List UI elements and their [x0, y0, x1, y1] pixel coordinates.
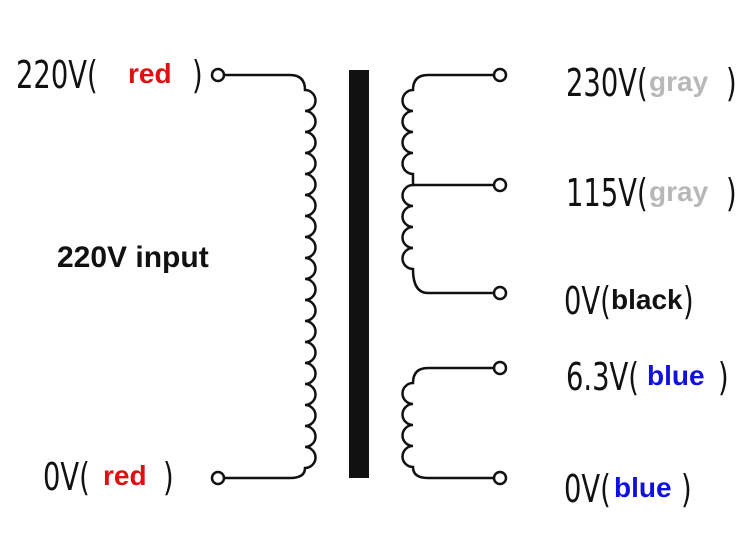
primary-top-close: )	[192, 53, 203, 97]
wire-color-0v-black: black	[611, 284, 683, 315]
terminal-230v	[492, 67, 508, 83]
close-230v: )	[726, 61, 737, 105]
label-115v: 115V(gray)	[566, 171, 737, 215]
label-0v-blue: 0V(blue)	[564, 467, 692, 511]
primary-top-voltage: 220V(	[16, 53, 98, 97]
terminal-115v	[492, 177, 508, 193]
close-0v-blue: )	[681, 467, 692, 511]
primary-bottom-voltage: 0V(	[43, 455, 90, 499]
wire-color-115v: gray	[649, 176, 709, 207]
voltage-230v: 230V(	[566, 61, 648, 105]
close-115v: )	[726, 171, 737, 215]
primary-coil	[224, 73, 317, 480]
primary-top-terminal	[210, 67, 226, 83]
secondary-upper-winding	[401, 67, 508, 301]
wire-color-0v-blue: blue	[614, 472, 672, 503]
transformer-core	[349, 70, 369, 478]
close-0v-black: )	[683, 279, 694, 323]
voltage-0v-black: 0V(	[564, 279, 611, 323]
terminal-0v-black	[492, 285, 508, 301]
label-230v: 230V(gray)	[566, 61, 737, 105]
label-0v-black: 0V(black)	[564, 279, 694, 323]
secondary-lower-winding	[401, 360, 508, 486]
primary-bottom-terminal	[210, 470, 226, 486]
primary-title: 220V input	[57, 241, 209, 274]
wire-color-230v: gray	[649, 66, 709, 97]
primary-bottom-wire-color: red	[103, 460, 147, 491]
terminal-6-3v	[492, 360, 508, 376]
primary-winding	[210, 67, 317, 486]
voltage-6-3v: 6.3V(	[566, 355, 639, 399]
primary-bottom-label: 0V( red)	[43, 455, 174, 499]
voltage-115v: 115V(	[566, 171, 648, 215]
terminal-0v-blue	[492, 470, 508, 486]
label-6-3v: 6.3V( blue)	[566, 355, 729, 399]
wire-color-6-3v: blue	[647, 360, 705, 391]
close-6-3v: )	[718, 355, 729, 399]
secondary-lower-coil	[401, 366, 494, 480]
primary-top-wire-color: red	[128, 58, 172, 89]
primary-bottom-close: )	[163, 455, 174, 499]
primary-top-label: 220V( red)	[16, 53, 203, 97]
voltage-0v-blue: 0V(	[564, 467, 611, 511]
secondary-upper-coil	[401, 73, 494, 295]
